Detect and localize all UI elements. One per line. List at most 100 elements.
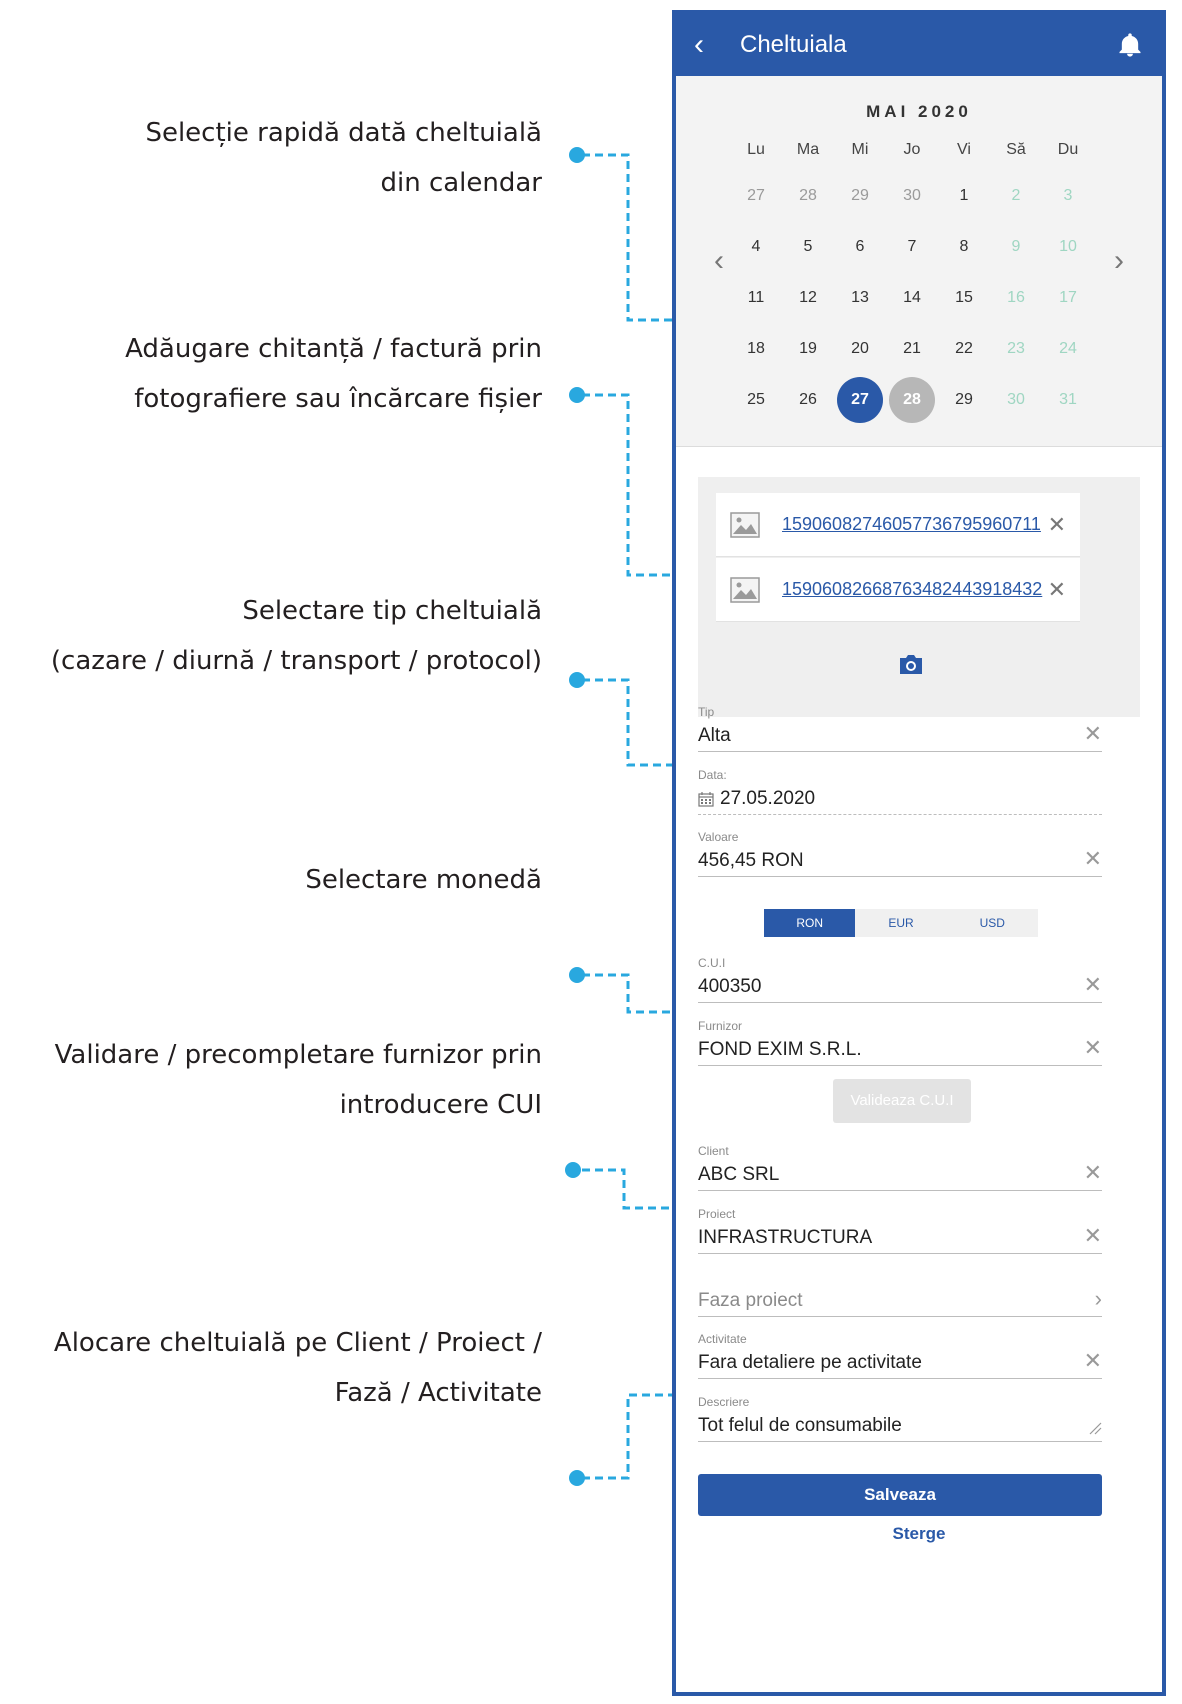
field-value: Fara detaliere pe activitate: [698, 1348, 1102, 1378]
annotation-cui-validation: Validare / precompletare furnizor prin i…: [55, 1030, 542, 1130]
calendar-day[interactable]: 29: [851, 186, 869, 204]
calendar-next-icon[interactable]: ›: [1114, 244, 1124, 277]
calendar-day[interactable]: 5: [803, 237, 813, 255]
furnizor-value: FOND EXIM S.R.L.: [698, 1039, 862, 1060]
currency-ron-button[interactable]: RON: [764, 909, 856, 937]
resize-handle-icon[interactable]: [1088, 1421, 1102, 1435]
calendar-day[interactable]: 26: [799, 390, 817, 408]
calendar-day[interactable]: 4: [751, 237, 761, 255]
calendar-day[interactable]: 21: [903, 339, 921, 357]
dot-left-receipt: [569, 387, 585, 403]
camera-icon[interactable]: [898, 653, 924, 675]
annotation-line: fotografiere sau încărcare fișier: [134, 384, 542, 414]
calendar-weekday-row: Lu Ma Mi Jo Vi Să Du: [730, 130, 1094, 170]
clear-icon[interactable]: ✕: [1083, 1348, 1102, 1373]
cui-field[interactable]: C.U.I 400350 ✕: [698, 956, 1102, 1003]
calendar-day[interactable]: 18: [747, 339, 765, 357]
calendar: MAI 2020 ‹ › Lu Ma Mi Jo Vi Să Du 27 28 …: [676, 76, 1162, 447]
currency-usd-button[interactable]: USD: [979, 916, 1005, 930]
attachment-link[interactable]: 15906082668763482443918432: [782, 579, 1043, 599]
field-label: C.U.I: [698, 956, 726, 970]
clear-icon[interactable]: ✕: [1083, 972, 1102, 997]
descriere-field[interactable]: Descriere Tot felul de consumabile: [698, 1395, 1102, 1442]
calendar-day[interactable]: 8: [959, 237, 969, 255]
currency-eur-button[interactable]: EUR: [888, 916, 914, 930]
chevron-left-icon[interactable]: ‹: [694, 28, 704, 61]
validate-cui-button[interactable]: Valideaza C.U.I: [833, 1079, 971, 1123]
save-button[interactable]: Salveaza: [698, 1474, 1102, 1516]
calendar-day[interactable]: 20: [851, 339, 869, 357]
calendar-day[interactable]: 7: [907, 237, 917, 255]
close-icon[interactable]: ✕: [1047, 576, 1066, 602]
calendar-day[interactable]: 16: [1007, 288, 1025, 306]
field-value: ABC SRL: [698, 1160, 1102, 1190]
data-field[interactable]: Data: 27.05.2020: [698, 768, 1102, 815]
calendar-day[interactable]: 6: [855, 237, 865, 255]
annotation-allocation: Alocare cheltuială pe Client / Proiect /…: [54, 1318, 542, 1418]
calendar-day[interactable]: 2: [1011, 186, 1021, 204]
activitate-value: Fara detaliere pe activitate: [698, 1352, 922, 1373]
client-field[interactable]: Client ABC SRL ✕: [698, 1144, 1102, 1191]
bell-icon[interactable]: [1116, 31, 1144, 59]
weekday: Vi: [957, 141, 971, 158]
cui-value: 400350: [698, 976, 762, 997]
calendar-day[interactable]: 29: [955, 390, 973, 408]
chevron-right-icon[interactable]: ›: [1094, 1286, 1102, 1311]
calendar-day[interactable]: 14: [903, 288, 921, 306]
delete-button[interactable]: Sterge: [892, 1524, 946, 1543]
calendar-prev-icon[interactable]: ‹: [714, 244, 724, 277]
annotation-line: din calendar: [380, 168, 542, 198]
calendar-day[interactable]: 11: [747, 288, 765, 306]
activitate-field[interactable]: Activitate Fara detaliere pe activitate …: [698, 1332, 1102, 1379]
data-value: 27.05.2020: [720, 788, 816, 809]
field-value: Alta: [698, 721, 1102, 751]
weekday: Du: [1057, 141, 1079, 158]
dot-left-type: [569, 672, 585, 688]
calendar-day-today[interactable]: 28: [889, 376, 935, 423]
proiect-field[interactable]: Proiect INFRASTRUCTURA ✕: [698, 1207, 1102, 1254]
clear-icon[interactable]: ✕: [1083, 1223, 1102, 1248]
calendar-day[interactable]: 10: [1059, 237, 1077, 255]
annotation-line: Adăugare chitanță / factură prin: [125, 334, 542, 364]
clear-icon[interactable]: ✕: [1083, 1035, 1102, 1060]
calendar-day[interactable]: 31: [1059, 390, 1077, 408]
weekday: Jo: [903, 141, 921, 158]
calendar-day[interactable]: 15: [955, 288, 973, 306]
calendar-week: 11 12 13 14 15 16 17: [730, 272, 1094, 323]
tip-field[interactable]: Tip Alta ✕: [698, 705, 1102, 752]
calendar-day[interactable]: 23: [1007, 339, 1025, 357]
calendar-day[interactable]: 25: [747, 390, 765, 408]
calendar-day[interactable]: 22: [955, 339, 973, 357]
calendar-day[interactable]: 13: [851, 288, 869, 306]
calendar-day[interactable]: 12: [799, 288, 817, 306]
close-icon[interactable]: ✕: [1047, 511, 1066, 537]
furnizor-field[interactable]: Furnizor FOND EXIM S.R.L. ✕: [698, 1019, 1102, 1066]
field-label: Proiect: [698, 1207, 736, 1221]
field-label: Activitate: [698, 1332, 747, 1346]
calendar-day[interactable]: 30: [903, 186, 921, 204]
calendar-day[interactable]: 30: [1007, 390, 1025, 408]
clear-icon[interactable]: ✕: [1083, 721, 1102, 746]
image-icon: [730, 511, 760, 538]
calendar-day[interactable]: 28: [799, 186, 817, 204]
calendar-day[interactable]: 17: [1059, 288, 1077, 306]
calendar-day[interactable]: 3: [1063, 186, 1073, 204]
image-icon: [730, 576, 760, 603]
attachment-link[interactable]: 15906082746057736795960711: [782, 514, 1041, 534]
app-bar: ‹ Cheltuiala: [676, 14, 1162, 76]
calendar-day[interactable]: 19: [799, 339, 817, 357]
valoare-field[interactable]: Valoare 456,45 RON ✕: [698, 830, 1102, 877]
field-value: FOND EXIM S.R.L.: [698, 1035, 1102, 1065]
calendar-day-selected[interactable]: 27: [837, 376, 883, 423]
annotation-currency: Selectare monedă: [305, 855, 542, 905]
annotation-line: introducere CUI: [339, 1090, 542, 1120]
calendar-day[interactable]: 1: [959, 186, 969, 204]
calendar-day[interactable]: 27: [747, 186, 765, 204]
faza-field[interactable]: Faza proiect ›: [698, 1270, 1102, 1317]
phone-screen: ‹ Cheltuiala MAI 2020 ‹ › Lu Ma Mi Jo Vi…: [672, 10, 1166, 1696]
calendar-day[interactable]: 24: [1059, 339, 1077, 357]
clear-icon[interactable]: ✕: [1083, 1160, 1102, 1185]
clear-icon[interactable]: ✕: [1083, 846, 1102, 871]
calendar-day[interactable]: 9: [1011, 237, 1021, 255]
faza-placeholder: Faza proiect: [698, 1290, 803, 1311]
